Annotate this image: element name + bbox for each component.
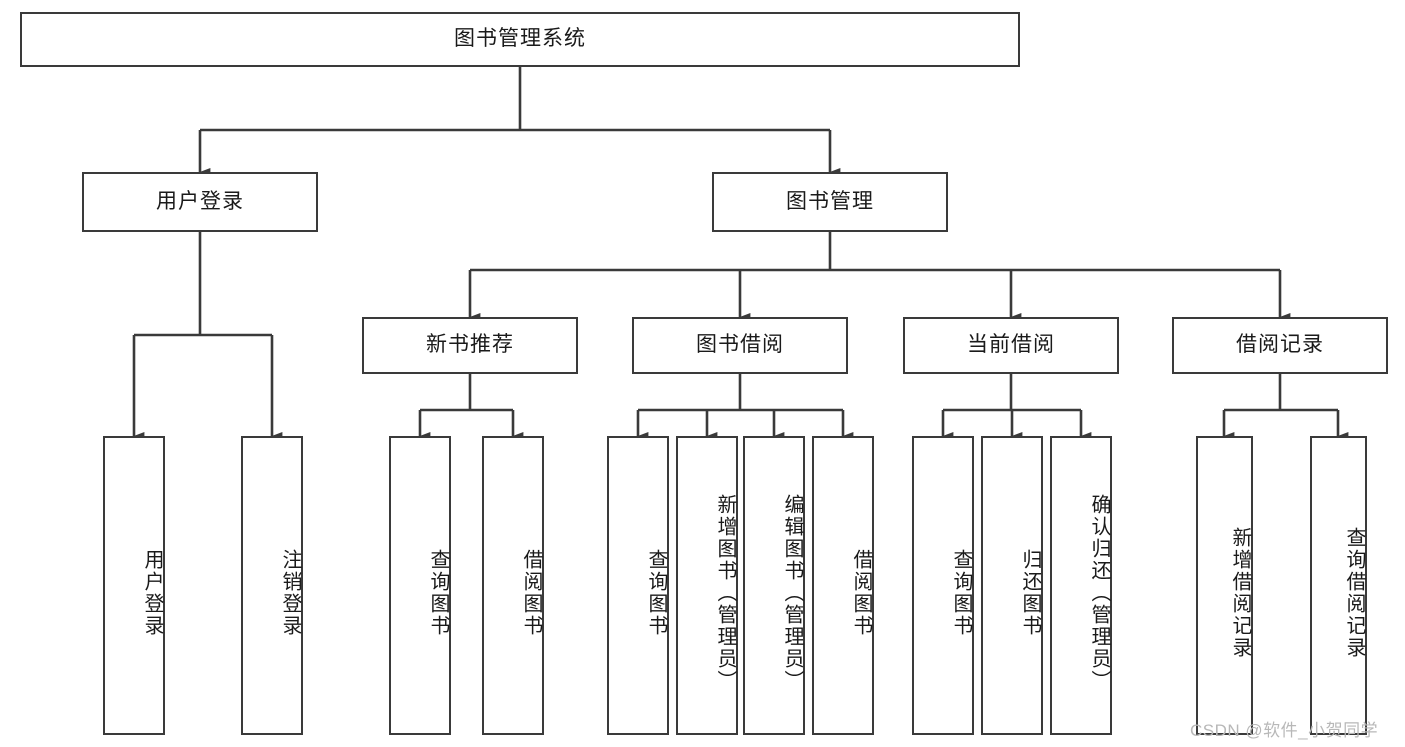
node-leaf_bo_query[interactable]: 查询图书 <box>607 436 669 735</box>
node-label: 新增图书（管理员） <box>714 493 736 692</box>
edge-paths <box>132 67 1349 440</box>
node-leaf_cu_query[interactable]: 查询图书 <box>912 436 974 735</box>
node-label: 编辑图书（管理员） <box>781 493 803 692</box>
node-label: 图书管理系统 <box>454 27 586 51</box>
node-label: 借阅图书 <box>850 548 872 637</box>
node-leaf_re_add[interactable]: 新增借阅记录 <box>1196 436 1253 735</box>
node-current[interactable]: 当前借阅 <box>903 317 1119 374</box>
node-label: 图书管理 <box>786 189 874 213</box>
node-borrow[interactable]: 图书借阅 <box>632 317 848 374</box>
node-label: 用户登录 <box>156 189 244 213</box>
node-leaf_nb_borrow[interactable]: 借阅图书 <box>482 436 544 735</box>
node-label: 借阅记录 <box>1236 333 1324 357</box>
node-label: 注销登录 <box>279 548 301 637</box>
node-label: 查询图书 <box>645 548 667 637</box>
node-leaf_bo_edit[interactable]: 编辑图书（管理员） <box>743 436 805 735</box>
node-leaf_cu_confirm[interactable]: 确认归还（管理员） <box>1050 436 1112 735</box>
node-label: 当前借阅 <box>967 333 1055 357</box>
node-leaf_logout[interactable]: 注销登录 <box>241 436 303 735</box>
node-leaf_cu_return[interactable]: 归还图书 <box>981 436 1043 735</box>
node-label: 新增借阅记录 <box>1229 526 1251 659</box>
csdn-watermark: CSDN @软件_小贺同学 <box>1190 721 1379 740</box>
node-label: 图书借阅 <box>696 333 784 357</box>
node-label: 查询图书 <box>950 548 972 637</box>
node-leaf_nb_query[interactable]: 查询图书 <box>389 436 451 735</box>
node-new_book[interactable]: 新书推荐 <box>362 317 578 374</box>
node-label: 查询借阅记录 <box>1343 526 1365 659</box>
node-leaf_re_query[interactable]: 查询借阅记录 <box>1310 436 1367 735</box>
node-root[interactable]: 图书管理系统 <box>20 12 1020 67</box>
node-leaf_bo_add[interactable]: 新增图书（管理员） <box>676 436 738 735</box>
node-records[interactable]: 借阅记录 <box>1172 317 1388 374</box>
node-label: 新书推荐 <box>426 333 514 357</box>
node-label: 确认归还（管理员） <box>1088 493 1110 692</box>
node-leaf_bo_borrow[interactable]: 借阅图书 <box>812 436 874 735</box>
node-label: 查询图书 <box>427 548 449 637</box>
node-label: 借阅图书 <box>520 548 542 637</box>
node-label: 归还图书 <box>1019 548 1041 637</box>
node-book_manage[interactable]: 图书管理 <box>712 172 948 232</box>
node-leaf_login[interactable]: 用户登录 <box>103 436 165 735</box>
node-user_login[interactable]: 用户登录 <box>82 172 318 232</box>
node-label: 用户登录 <box>141 548 163 637</box>
